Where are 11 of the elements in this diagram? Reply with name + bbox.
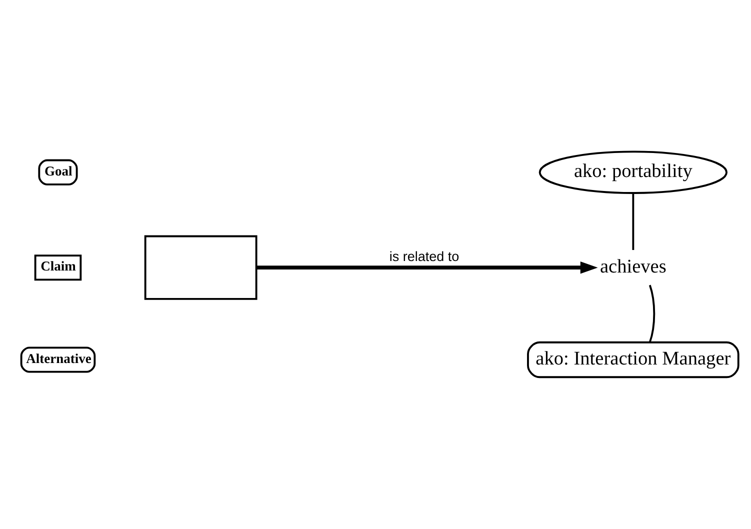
legend-label: Claim [40, 258, 76, 274]
arrow [256, 262, 598, 274]
connector [648, 284, 656, 343]
legend-label: Alternative [26, 350, 92, 366]
edge-label: is related to [389, 249, 460, 264]
legend-label: Goal [44, 163, 72, 178]
node-box [144, 235, 258, 300]
connector [632, 193, 634, 250]
node-box: ako: Interaction Manager [527, 341, 740, 378]
node-ellipse: ako: portability [538, 150, 728, 194]
node-text: achieves [600, 256, 666, 278]
